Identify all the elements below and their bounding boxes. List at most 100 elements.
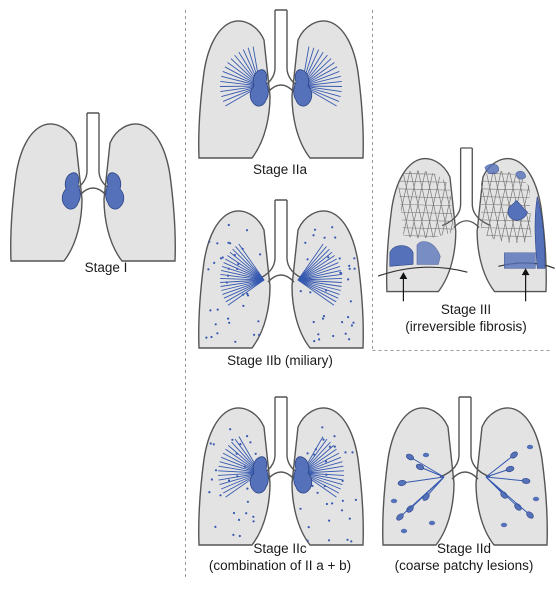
miliary-dot: [213, 261, 216, 264]
lung-figure-stage-3: [377, 147, 555, 302]
hatch-line: [481, 170, 495, 243]
miliary-dot: [238, 534, 241, 538]
miliary-dot: [235, 452, 238, 455]
basal-bulla-right: [389, 245, 414, 267]
reticular-ray-left: [297, 279, 339, 299]
miliary-dot: [205, 336, 208, 339]
hatch-line: [397, 203, 454, 207]
miliary-dot: [227, 479, 231, 482]
reticular-ray-right: [220, 279, 265, 287]
reticular-ray-left: [301, 470, 344, 474]
carina-outline: [453, 220, 480, 229]
reticular-ray-right: [227, 255, 265, 281]
miliary-dot: [350, 324, 353, 327]
hatch-line: [481, 196, 532, 199]
reticular-ray-left: [297, 255, 335, 281]
miliary-dot: [246, 435, 249, 438]
miliary-dot: [209, 442, 212, 445]
miliary-dot: [210, 478, 213, 481]
apical-bulla-left: [484, 163, 499, 175]
left-lung-outline: [103, 123, 176, 262]
right-lung-outline: [198, 210, 271, 349]
reticular-ray-left: [297, 277, 343, 281]
reticular-ray-left: [297, 279, 342, 283]
reticular-ray-right: [229, 251, 265, 281]
miliary-dot: [314, 448, 317, 451]
hatch-line: [408, 170, 428, 239]
reticular-ray-right: [221, 269, 265, 281]
miliary-dot: [236, 267, 239, 270]
reticular-ray-left: [297, 243, 324, 281]
reticular-ray-left: [301, 465, 344, 474]
hatch-line: [447, 170, 454, 239]
miliary-dot: [321, 317, 325, 320]
miliary-dot: [313, 228, 317, 231]
miliary-dot: [311, 484, 314, 487]
patchy-lesion: [400, 528, 408, 534]
miliary-dot: [208, 491, 211, 494]
reticular-ray-left: [297, 279, 335, 306]
miliary-dot: [246, 292, 249, 295]
reticular-ray-right: [232, 248, 265, 281]
miliary-dot: [341, 499, 344, 502]
miliary-dot: [209, 309, 212, 312]
patchy-lesion: [397, 480, 407, 486]
miliary-dot: [321, 426, 324, 429]
miliary-dot: [234, 340, 237, 343]
miliary-dot: [316, 491, 319, 494]
reticular-ray-right: [235, 246, 265, 281]
hatch-line: [397, 180, 454, 184]
miliary-dot: [341, 321, 344, 324]
miliary-dot: [351, 451, 354, 454]
reticular-ray-right: [218, 465, 261, 474]
miliary-dot: [353, 267, 356, 270]
miliary-dot: [239, 443, 242, 446]
fibrotic-strand: [401, 476, 445, 484]
miliary-dot: [229, 242, 232, 245]
lung-figure-stage-2d: [382, 396, 548, 546]
caption-stage-3: Stage III (irreversible fibrosis): [405, 302, 527, 334]
reticular-ray-left: [297, 251, 333, 281]
miliary-dot: [299, 507, 302, 510]
miliary-dot: [317, 333, 320, 336]
miliary-dot: [245, 229, 249, 232]
miliary-dot: [221, 256, 224, 259]
miliary-dot: [325, 473, 328, 476]
patchy-lesion: [521, 478, 531, 484]
miliary-dot: [214, 323, 217, 326]
patchy-lesion: [532, 496, 540, 502]
hatch-line: [481, 219, 532, 223]
miliary-dot: [306, 452, 309, 455]
hatch-line: [424, 170, 443, 239]
lung-figure-stage-2a: [198, 9, 364, 159]
hatch-line: [492, 170, 511, 243]
patchy-lesion: [422, 452, 430, 458]
miliary-dot: [328, 445, 331, 448]
miliary-dot: [331, 502, 334, 505]
miliary-dot: [259, 253, 262, 256]
arrow-right-diaphragm: [399, 272, 408, 279]
miliary-dot: [318, 338, 321, 341]
reticular-ray-left: [297, 248, 330, 281]
miliary-dot: [299, 290, 302, 293]
interstitial-ray-right: [219, 85, 261, 87]
right-lung-outline: [198, 407, 271, 546]
basal-bulla-right: [416, 241, 441, 265]
miliary-dot: [324, 460, 328, 463]
miliary-dot: [219, 257, 223, 260]
miliary-dot: [246, 487, 249, 490]
miliary-dot: [348, 517, 351, 520]
miliary-dot: [214, 469, 218, 472]
patchy-lesion: [406, 505, 414, 513]
miliary-dot: [331, 226, 334, 229]
miliary-dot: [344, 332, 347, 335]
miliary-dot: [227, 223, 230, 227]
reticular-ray-right: [227, 279, 265, 306]
hatch-line: [397, 188, 454, 191]
patchy-lesion: [514, 503, 522, 511]
left-lung-outline: [291, 210, 364, 349]
carina-outline: [79, 187, 107, 196]
miliary-dot: [347, 278, 350, 281]
miliary-dot: [207, 268, 210, 271]
hatch-line: [397, 211, 454, 215]
